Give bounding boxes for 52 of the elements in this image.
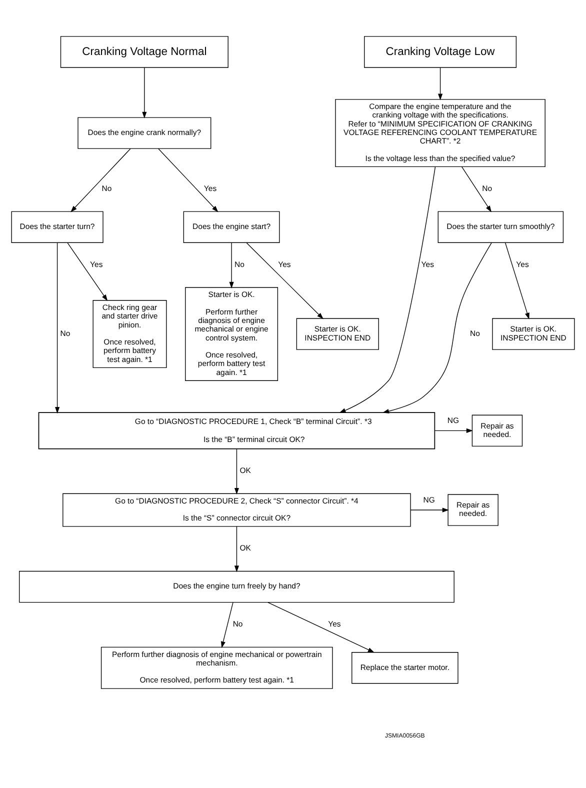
arrow [438, 67, 443, 100]
node-box: Cranking Voltage Normal [60, 36, 228, 68]
node-box: Go to “DIAGNOSTIC PROCEDURE 1, Check “B” terminal Circuit”. *3 Is the “B” terminal circuit OK? [38, 412, 436, 450]
edge-label: OK [240, 544, 251, 553]
arrow [410, 508, 449, 512]
arrow [234, 526, 240, 572]
arrow [504, 242, 530, 320]
node-box: Replace the starter motor. [352, 652, 458, 684]
edge-label: Yes [90, 260, 103, 269]
edge-label: Yes [421, 260, 434, 269]
node-box: Does the starter turn? [11, 211, 104, 243]
arrow [67, 242, 108, 302]
edge-label: NG [423, 495, 435, 504]
edge-label: Yes [516, 260, 529, 269]
edge-label: No [482, 184, 492, 194]
arrow [234, 448, 240, 494]
edge-label: No [234, 260, 244, 269]
edge-label: Yes [204, 184, 217, 194]
arrow [461, 166, 492, 212]
node-box: Cranking Voltage Low [364, 36, 517, 68]
edge-label: Yes [328, 620, 341, 629]
arrow [268, 602, 374, 653]
edge-label: No [60, 328, 70, 338]
edge-label: No [232, 620, 243, 629]
arrow [70, 148, 131, 212]
arrow [382, 242, 492, 414]
node-box: Check ring gear and starter drive pinion. Once resolved, perform battery test again. *1 [92, 300, 167, 368]
arrow [158, 148, 218, 212]
node-box: Perform further diagnosis of engine mechanical or powertrain mechanism. Once resolved, perform battery test again. *1 [100, 646, 333, 689]
edge-label: No [470, 328, 480, 338]
edge-label: OK [240, 466, 251, 476]
node-box: Starter is OK. INSPECTION END [492, 318, 575, 350]
node-box: Repair as needed. [448, 494, 498, 526]
node-box: Repair as needed. [472, 414, 523, 447]
node-box: Compare the engine temperature and the cranking voltage with the specifications. Refer to “MINIMUM SPECIFICATION OF CRANKING VOLTAGE REFERENCING COOLANT TEMPERATURE CHART”. *2 Is the voltage less than the specified value? [335, 99, 546, 168]
arrow [142, 67, 147, 118]
arrow [220, 602, 234, 648]
node-box: Does the starter turn smoothly? [438, 211, 564, 243]
arrow [339, 166, 436, 413]
arrow [434, 428, 473, 433]
node-box: Starter is OK. Perform further diagnosis of engine mechanical or engine control system. Once resolved, perform battery test again. *1 [185, 287, 278, 381]
node-box: Starter is OK. INSPECTION END [296, 318, 379, 350]
node-box: Does the engine crank normally? [78, 117, 212, 149]
edge-label: Yes [278, 260, 291, 269]
arrow [246, 242, 324, 320]
node-box: Go to “DIAGNOSTIC PROCEDURE 2, Check “S” connector Circuit”. *4 Is the “S” connector circuit OK? [62, 493, 411, 527]
arrow [55, 242, 60, 414]
node-box: Does the engine turn freely by hand? [19, 570, 454, 603]
arrow [229, 242, 234, 288]
edge-label: NG [447, 416, 460, 426]
edge-label: No [102, 184, 112, 194]
node-box: Does the engine start? [183, 211, 280, 243]
